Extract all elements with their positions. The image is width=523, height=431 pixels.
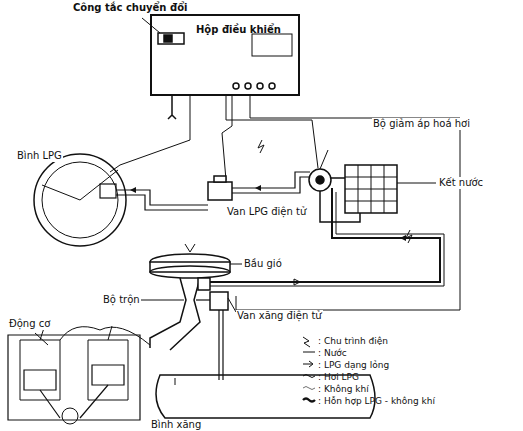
control-box: Hộp điều khiển bbox=[150, 14, 300, 96]
part-label: Động cơ bbox=[8, 318, 51, 330]
part-label: Bình xăng bbox=[150, 419, 202, 431]
part-label: Kết nước bbox=[438, 177, 484, 189]
legend-entry: : Hỗn hợp LPG - không khí bbox=[318, 396, 435, 407]
part-label: Bầu gió bbox=[243, 258, 283, 270]
legend-entry: : Hơi LPG bbox=[318, 372, 359, 383]
part-label: Van xăng điện tử bbox=[236, 310, 323, 322]
part-label: Van LPG điện tử bbox=[226, 206, 307, 218]
legend-entry: : Nước bbox=[318, 348, 347, 359]
legend-entry: : LPG dạng lỏng bbox=[318, 360, 389, 371]
legend-entry: : Không khí bbox=[318, 384, 369, 395]
part-label: Bình LPG bbox=[16, 150, 63, 162]
part-label: Bộ trộn bbox=[102, 294, 141, 306]
part-label: Bộ giảm áp hoá hơi bbox=[372, 118, 471, 130]
box-title: Hộp điều khiển bbox=[152, 16, 298, 36]
part-label: Công tắc chuyển đổi bbox=[72, 2, 188, 14]
legend-entry: : Chu trình điện bbox=[318, 336, 388, 347]
